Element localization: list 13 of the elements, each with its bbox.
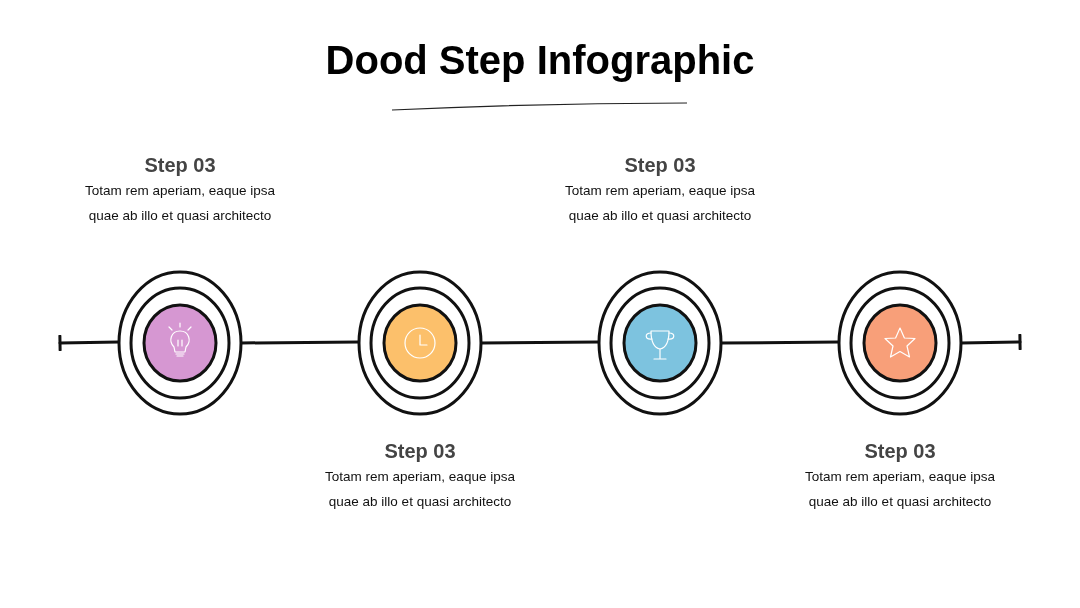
step-description: Totam rem aperiam, eaque ipsa quae ab illo et quasi architecto	[805, 468, 995, 511]
step-heading: Step 03	[143, 153, 217, 178]
step-description: Totam rem aperiam, eaque ipsa quae ab illo et quasi architecto	[325, 468, 515, 511]
concentric-circle	[356, 269, 484, 417]
title: Dood Step Infographic	[324, 37, 756, 84]
step-heading: Step 03	[863, 439, 937, 464]
concentric-circle	[596, 269, 724, 417]
step-description: Totam rem aperiam, eaque ipsa quae ab illo et quasi architecto	[85, 182, 275, 225]
step-description: Totam rem aperiam, eaque ipsa quae ab illo et quasi architecto	[565, 182, 755, 225]
concentric-circle	[116, 269, 244, 417]
step-heading: Step 03	[623, 153, 697, 178]
step-heading: Step 03	[383, 439, 457, 464]
concentric-circle	[836, 269, 964, 417]
